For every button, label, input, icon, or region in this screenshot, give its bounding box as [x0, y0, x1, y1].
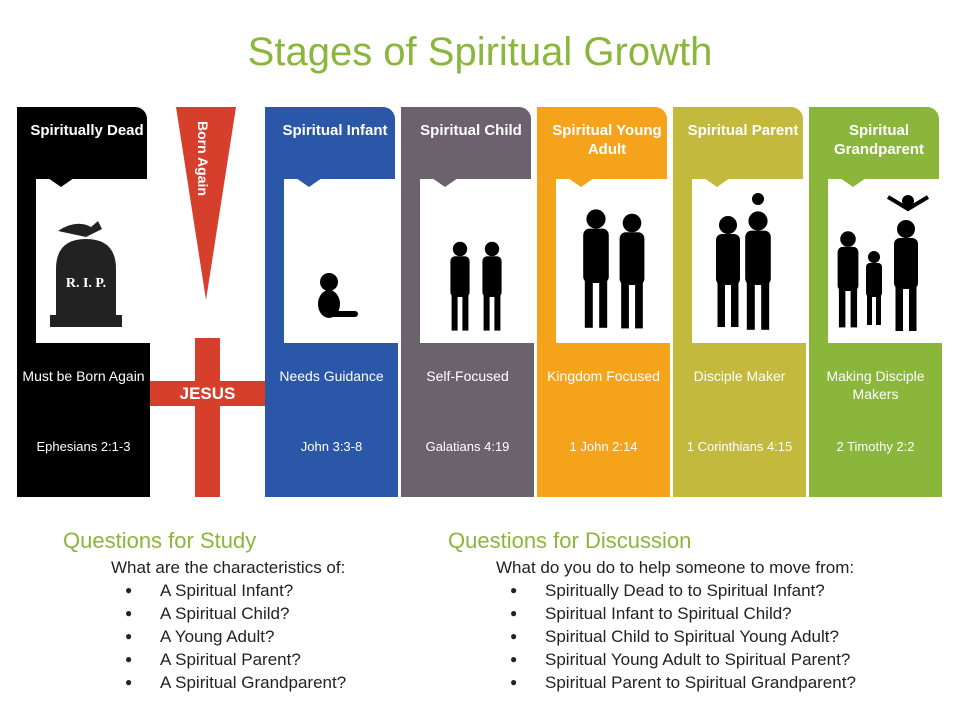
list-item: Spiritually Dead to to Spiritual Infant? — [510, 579, 856, 602]
family-icon — [837, 195, 930, 331]
stage-description: Making Disciple Makers — [826, 368, 925, 402]
born-again-arrow: Born Again — [176, 107, 236, 305]
born-again-label: Born Again — [195, 121, 211, 196]
stage-description: Disciple Maker — [693, 368, 786, 384]
stage-image — [420, 178, 534, 343]
stage-title: Spiritual Child — [401, 107, 531, 179]
cross-icon — [195, 338, 220, 497]
list-item: Spiritual Infant to Spiritual Child? — [510, 602, 856, 625]
scripture-reference: Galatians 4:19 — [425, 439, 510, 454]
scripture-reference: John 3:3-8 — [300, 439, 363, 454]
list-item: Spiritual Child to Spiritual Young Adult… — [510, 625, 856, 648]
list-item: Spiritual Young Adult to Spiritual Paren… — [510, 648, 856, 671]
stage-info: Needs Guidance John 3:3-8 — [265, 343, 398, 497]
stage-description: Must be Born Again — [22, 368, 145, 384]
page-title: Stages of Spiritual Growth — [247, 30, 713, 74]
rip-text: R. I. P. — [66, 276, 106, 291]
pointer-notch — [840, 178, 866, 187]
stage-column: Spiritual Grandparent Making Disciple Ma… — [809, 107, 942, 497]
stage-info: Disciple Maker 1 Corinthians 4:15 — [673, 343, 806, 497]
stage-title: Spiritual Grandparent — [809, 107, 939, 179]
stage-description: Self-Focused — [426, 368, 509, 384]
study-heading: Questions for Study — [63, 528, 257, 553]
baby-icon — [318, 273, 358, 318]
list-item: A Spiritual Grandparent? — [125, 671, 346, 694]
discussion-heading: Questions for Discussion — [448, 528, 692, 553]
parents-icon — [716, 193, 771, 330]
list-item: A Spiritual Parent? — [125, 648, 346, 671]
stage-title: Spiritual Young Adult — [537, 107, 667, 179]
stage-description: Kingdom Focused — [547, 368, 660, 384]
jesus-label: JESUS — [150, 381, 265, 406]
stage-image — [692, 178, 806, 343]
stage-column: Spiritual Parent Disciple Maker 1 Corint… — [673, 107, 806, 497]
stage-info: Kingdom Focused 1 John 2:14 — [537, 343, 670, 497]
pointer-notch — [704, 178, 730, 187]
list-item: A Spiritual Infant? — [125, 579, 346, 602]
stage-title: Spiritually Dead — [17, 107, 147, 179]
children-icon — [450, 241, 502, 331]
study-lead: What are the characteristics of: — [111, 558, 346, 577]
stage-column: Spiritual Infant Needs Guidance John 3:3… — [265, 107, 398, 497]
stage-image — [556, 178, 670, 343]
stage-image — [284, 178, 398, 343]
stage-column: Spiritual Child Self-Focused Galatians 4… — [401, 107, 534, 497]
pointer-notch — [432, 178, 458, 187]
tombstone-icon: R. I. P. — [50, 221, 122, 327]
couple-icon — [583, 209, 645, 329]
stage-description: Needs Guidance — [279, 368, 384, 384]
stage-column: Spiritual Young Adult Kingdom Focused 1 … — [537, 107, 670, 497]
scripture-reference: 2 Timothy 2:2 — [836, 439, 915, 454]
stage-info: Making Disciple Makers 2 Timothy 2:2 — [809, 343, 942, 497]
stage-title: Spiritual Infant — [265, 107, 395, 179]
list-item: A Young Adult? — [125, 625, 346, 648]
stage-image — [828, 178, 942, 343]
list-item: Spiritual Parent to Spiritual Grandparen… — [510, 671, 856, 694]
list-item: A Spiritual Child? — [125, 602, 346, 625]
stage-column: Spiritually Dead R. I. P. Must be Born A… — [17, 107, 150, 497]
scripture-reference: 1 Corinthians 4:15 — [686, 439, 793, 454]
stage-image: R. I. P. — [36, 178, 150, 343]
stage-title: Spiritual Parent — [673, 107, 803, 179]
discussion-lead: What do you do to help someone to move f… — [496, 558, 855, 577]
pointer-notch — [568, 178, 594, 187]
stage-info: Must be Born Again Ephesians 2:1-3 — [17, 343, 150, 497]
scripture-reference: 1 John 2:14 — [569, 439, 638, 454]
study-questions: Questions for Study What are the charact… — [63, 528, 346, 694]
pointer-notch — [296, 178, 322, 187]
scripture-reference: Ephesians 2:1-3 — [36, 439, 131, 454]
discussion-questions: Questions for Discussion What do you do … — [448, 528, 856, 694]
stage-info: Self-Focused Galatians 4:19 — [401, 343, 534, 497]
pointer-notch — [48, 178, 74, 187]
